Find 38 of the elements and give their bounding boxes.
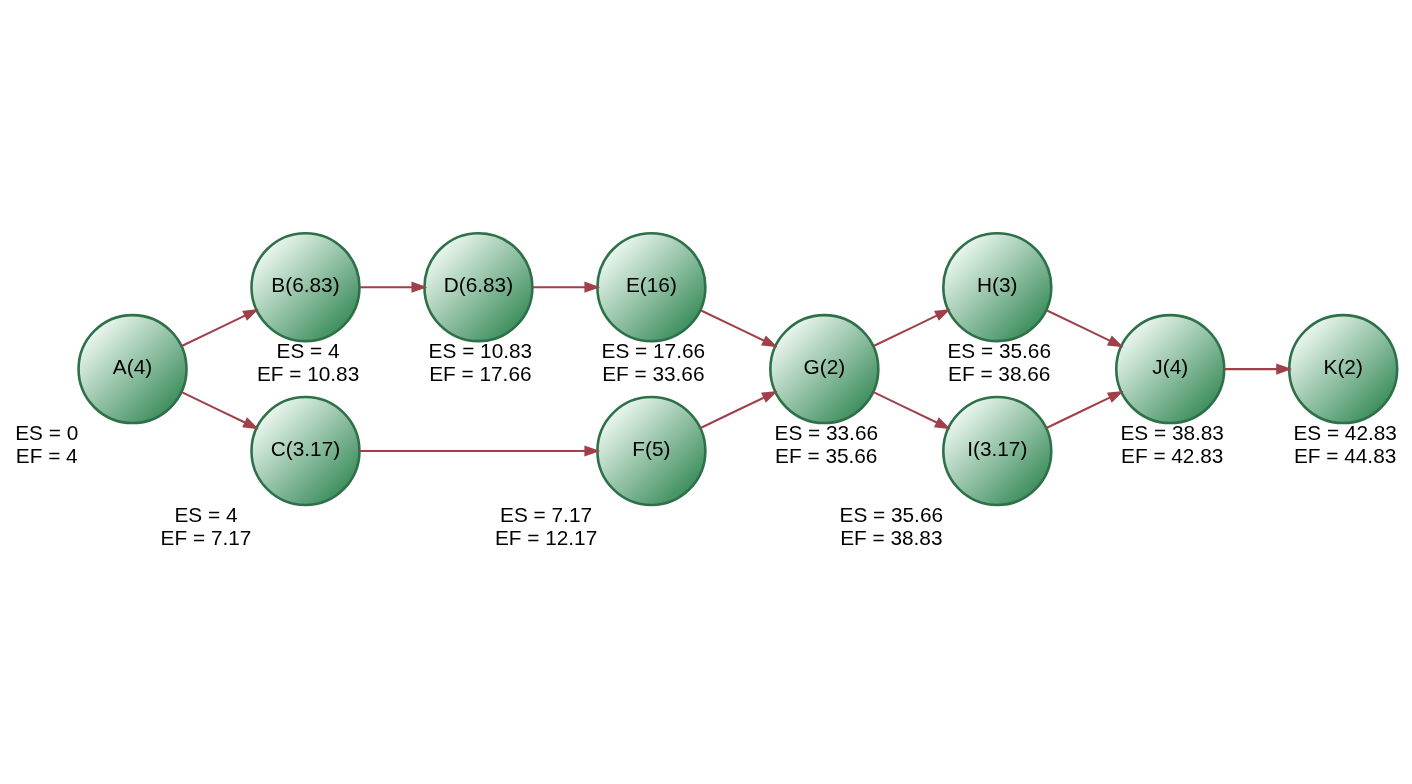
arrow: [700, 390, 778, 429]
arrow: [532, 281, 601, 293]
node-circle: A(4): [77, 313, 188, 424]
node-circle: H(3): [942, 231, 1053, 342]
node-label: ES = 7.17: [500, 502, 593, 526]
node-label: EF = 10.83: [256, 361, 360, 385]
node-label: ES = 4: [174, 502, 238, 526]
node-circle: K(2): [1287, 313, 1399, 424]
node-label: EF = 38.66: [948, 361, 1051, 385]
node-label: EF = 42.83: [1121, 443, 1224, 467]
node-circle: J(4): [1114, 313, 1226, 424]
node-label: EF = 35.66: [775, 443, 878, 467]
node-circle: D(6.83): [423, 231, 534, 342]
node-label: EF = 38.83: [840, 525, 943, 549]
node-label: ES = 0: [15, 420, 79, 444]
arrow: [181, 308, 259, 347]
node-label: EF = 44.83: [1293, 443, 1397, 467]
node-label: EF = 33.66: [602, 361, 705, 385]
node-circle: G(2): [769, 313, 880, 424]
arrow: [359, 281, 428, 293]
node-label: EF = 4: [15, 443, 78, 467]
arrow: [1046, 390, 1124, 429]
arrow: [873, 308, 951, 347]
node-circle: F(5): [596, 395, 707, 506]
arrow: [700, 308, 778, 347]
node-circle: E(16): [596, 231, 707, 342]
node-circle: B(6.83): [250, 231, 361, 342]
node-circle: I(3.17): [942, 395, 1053, 506]
arrow: [1224, 363, 1293, 375]
node-label: ES = 35.66: [839, 502, 944, 526]
node-circle: C(3.17): [250, 395, 361, 506]
arrow: [359, 444, 601, 457]
node-label: EF = 7.17: [160, 525, 252, 549]
node-label: EF = 12.17: [494, 525, 598, 549]
arrow: [1046, 308, 1124, 347]
arrow: [873, 390, 951, 429]
arrow: [181, 390, 259, 429]
node-label: EF = 17.66: [429, 361, 532, 385]
